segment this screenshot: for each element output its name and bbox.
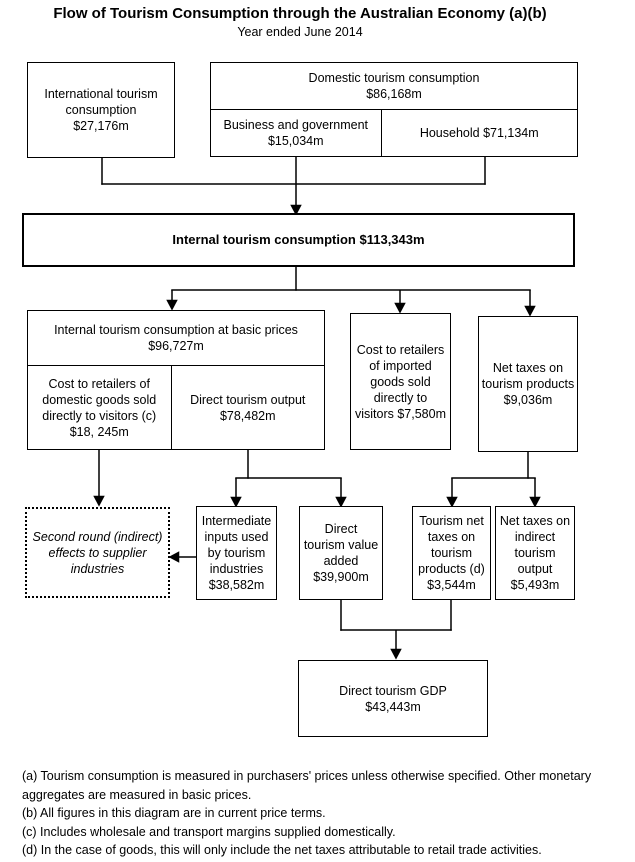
box-direct-tourism-output: Direct tourism output $78,482m bbox=[190, 392, 306, 423]
box-cost-retailers-imported-goods: Cost to retailers of imported goods sold… bbox=[350, 313, 451, 450]
footnote-d: (d) In the case of goods, this will only… bbox=[22, 843, 542, 857]
connectors-second-round bbox=[93, 450, 196, 563]
footnote-b: (b) All figures in this diagram are in c… bbox=[22, 806, 326, 820]
box-basic-prices-header: Internal tourism consumption at basic pr… bbox=[28, 311, 324, 366]
box-intermediate-inputs: Intermediate inputs used by tourism indu… bbox=[196, 506, 277, 600]
box-household: Household $71,134m bbox=[419, 126, 539, 140]
box-business-and-government: Business and government $15,034m bbox=[211, 110, 382, 156]
box-tourism-net-taxes: Tourism net taxes on tourism products (d… bbox=[412, 506, 491, 600]
connectors-gdp-merge bbox=[340, 600, 452, 660]
box-international-tourism-consumption: International tourism consumption $27,17… bbox=[27, 62, 175, 158]
connectors-output-split bbox=[230, 450, 347, 508]
connectors-internal-split bbox=[166, 267, 536, 317]
box-internal-consumption-basic-prices: Internal tourism consumption at basic pr… bbox=[27, 310, 325, 450]
box-domestic-tourism-consumption: Domestic tourism consumption $86,168m Bu… bbox=[210, 62, 578, 157]
footnote-c: (c) Includes wholesale and transport mar… bbox=[22, 824, 396, 839]
box-direct-tourism-gdp: Direct tourism GDP $43,443m bbox=[298, 660, 488, 737]
box-internal-tourism-consumption: Internal tourism consumption $113,343m bbox=[22, 213, 575, 267]
diagram-title: Flow of Tourism Consumption through the … bbox=[53, 5, 547, 22]
box-second-round-indirect-effects: Second round (indirect) effects to suppl… bbox=[25, 507, 170, 598]
diagram-subtitle: Year ended June 2014 bbox=[237, 25, 363, 39]
box-direct-tourism-value-added: Direct tourism value added $39,900m bbox=[299, 506, 383, 600]
box-domestic-header: Domestic tourism consumption $86,168m bbox=[211, 63, 577, 110]
box-cost-retailers-domestic-goods: Cost to retailers of domestic goods sold… bbox=[28, 366, 172, 449]
footnote-a: (a) Tourism consumption is measured in p… bbox=[22, 769, 592, 802]
connectors-nettax-split bbox=[446, 452, 541, 508]
box-net-taxes-indirect-output: Net taxes on indirect tourism output $5,… bbox=[495, 506, 575, 600]
connectors-top-merge bbox=[101, 157, 486, 216]
box-net-taxes-tourism-products: Net taxes on tourism products $9,036m bbox=[478, 316, 578, 452]
footnotes: (a) Tourism consumption is measured in p… bbox=[22, 767, 616, 860]
